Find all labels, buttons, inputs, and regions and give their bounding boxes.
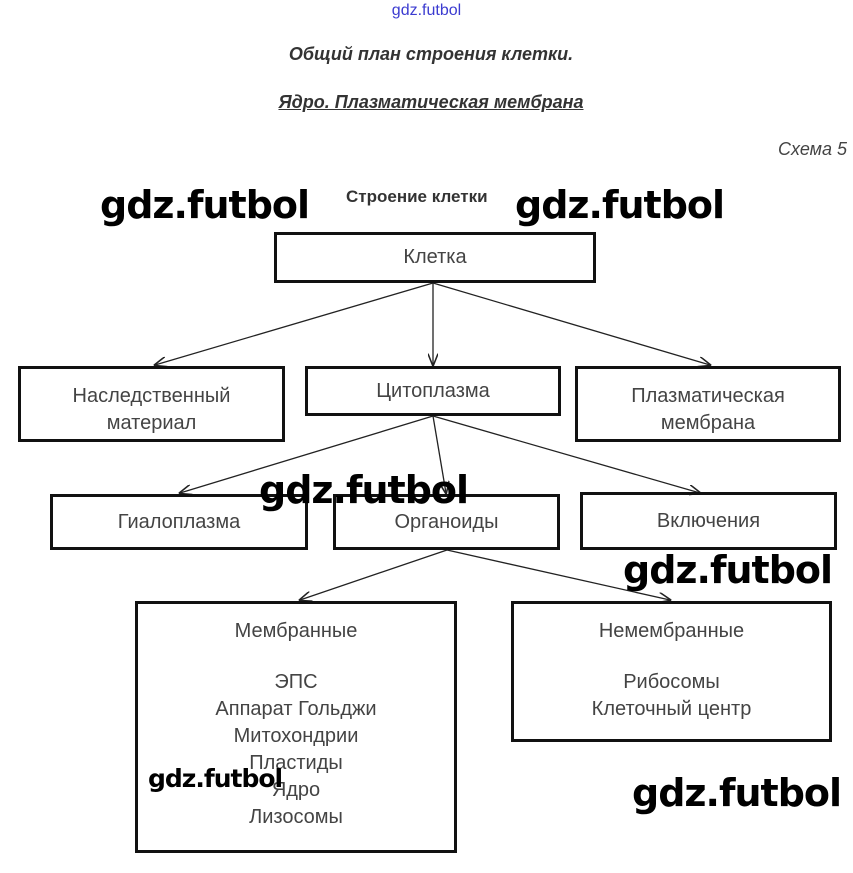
box-membrane-organoids: Мембранные ЭПС Аппарат Гольджи Митохондр… — [135, 601, 457, 853]
box-inclusions: Включения — [580, 492, 837, 550]
box-nonmembrane-organoids: Немембранные Рибосомы Клеточный центр — [511, 601, 832, 742]
box-hyaloplasm: Гиалоплазма — [50, 494, 308, 550]
list-item: Ядро — [271, 779, 321, 801]
watermark: gdz.futbol — [632, 771, 842, 815]
box-plasma-membrane: Плазматическая мембрана — [575, 366, 841, 442]
site-link[interactable]: gdz.futbol — [391, 2, 462, 19]
list-item: Клеточный центр — [591, 698, 752, 720]
list-item: Митохондрии — [233, 725, 359, 747]
box-cytoplasm: Цитоплазма — [305, 366, 561, 416]
watermark: gdz.futbol — [148, 764, 283, 793]
watermark: gdz.futbol — [515, 183, 725, 227]
box-label: Клетка — [403, 246, 467, 268]
arrow — [155, 282, 434, 365]
box-organoids: Органоиды — [333, 494, 560, 550]
box-label: Включения — [656, 509, 761, 532]
box-label: Цитоплазма — [376, 379, 490, 402]
arrow — [180, 415, 434, 493]
arrow — [432, 282, 710, 365]
arrow — [432, 415, 446, 493]
watermark: gdz.futbol — [259, 468, 469, 512]
list-item: ЭПС — [274, 671, 318, 693]
box-label: Органоиды — [394, 510, 499, 533]
box-label: Наследственный материал — [72, 385, 231, 434]
scheme-label: Схема 5 — [778, 139, 847, 159]
list-item: Пластиды — [249, 752, 343, 774]
list-item: Рибосомы — [623, 671, 720, 693]
arrow — [300, 549, 448, 600]
box-heading: Мембранные — [234, 620, 358, 642]
box-heading: Немембранные — [598, 620, 745, 642]
page-title: Общий план строения клетки. — [288, 44, 574, 64]
box-cell: Клетка — [274, 232, 596, 283]
list-item: Лизосомы — [249, 806, 343, 828]
arrow — [446, 549, 670, 600]
arrow — [432, 415, 700, 493]
box-label: Плазматическая мембрана — [631, 385, 785, 434]
box-label: Гиалоплазма — [117, 510, 241, 533]
list-item: Аппарат Гольджи — [215, 698, 377, 720]
diagram-title: Строение клетки — [346, 187, 488, 206]
box-hereditary-material: Наследственный материал — [18, 366, 285, 442]
watermark: gdz.futbol — [100, 183, 310, 227]
watermark: gdz.futbol — [623, 548, 833, 592]
page-subtitle: Ядро. Плазматическая мембрана — [278, 92, 584, 112]
